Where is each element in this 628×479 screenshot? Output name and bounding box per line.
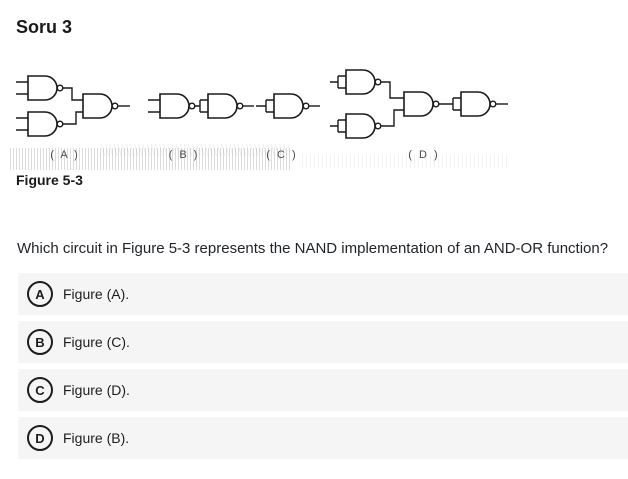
option-letter-badge: D xyxy=(27,425,53,451)
option-letter: D xyxy=(35,430,45,446)
answer-option-b[interactable]: B Figure (C). xyxy=(18,321,628,363)
nand-gate xyxy=(345,113,382,139)
tied-input-wire xyxy=(330,119,346,133)
nand-gate xyxy=(27,75,64,101)
circuit-b: ( B ) xyxy=(148,93,254,161)
option-letter: A xyxy=(35,286,45,302)
option-letter: C xyxy=(35,382,45,398)
circuit-c: ( C ) xyxy=(256,93,320,161)
option-letter-badge: B xyxy=(27,329,53,355)
tied-input-wire xyxy=(194,99,208,113)
wire xyxy=(62,111,83,125)
nand-gate xyxy=(345,69,382,95)
wire xyxy=(62,87,83,101)
option-letter: B xyxy=(35,334,45,350)
tied-input-wire xyxy=(256,99,274,113)
nand-gate xyxy=(273,93,310,119)
input-wires xyxy=(16,81,28,131)
input-wires xyxy=(148,99,160,113)
nand-gate xyxy=(207,93,244,119)
answer-option-d[interactable]: D Figure (B). xyxy=(18,417,628,459)
option-label: Figure (A). xyxy=(63,286,130,302)
circuit-label: ( A ) xyxy=(50,149,80,161)
answer-option-c[interactable]: C Figure (D). xyxy=(18,369,628,411)
nand-gate xyxy=(159,93,196,119)
circuit-label: ( D ) xyxy=(408,149,439,161)
figure-5-3: ( A ) ( B ) ( C ) xyxy=(10,66,510,172)
option-letter-badge: A xyxy=(27,281,53,307)
tied-input-wire xyxy=(330,75,346,89)
option-label: Figure (C). xyxy=(63,334,130,350)
figure-caption: Figure 5-3 xyxy=(16,172,83,188)
tied-input-wire xyxy=(438,97,461,111)
nand-gate xyxy=(27,111,64,137)
question-title: Soru 3 xyxy=(16,17,73,37)
nand-gate xyxy=(403,91,440,117)
circuit-label: ( C ) xyxy=(266,149,297,161)
logic-circuits-diagram: ( A ) ( B ) ( C ) xyxy=(16,69,508,161)
answer-option-a[interactable]: A Figure (A). xyxy=(18,273,628,315)
wire xyxy=(380,81,404,99)
circuit-a: ( A ) xyxy=(16,75,130,161)
question-text: Which circuit in Figure 5-3 represents t… xyxy=(17,240,609,257)
wire xyxy=(380,109,404,127)
circuit-label: ( B ) xyxy=(169,149,200,161)
circuit-d: ( D ) xyxy=(330,69,508,161)
option-label: Figure (B). xyxy=(63,430,130,446)
nand-gate xyxy=(460,91,497,117)
nand-gate xyxy=(82,93,119,119)
option-label: Figure (D). xyxy=(63,382,130,398)
option-letter-badge: C xyxy=(27,377,53,403)
